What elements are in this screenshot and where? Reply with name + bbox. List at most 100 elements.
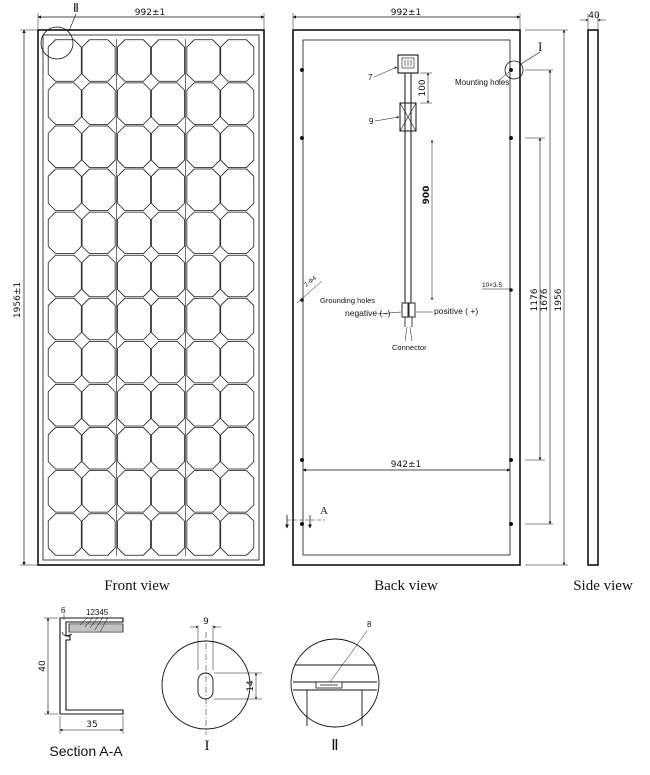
solar-cell bbox=[47, 341, 82, 384]
solar-cell bbox=[151, 341, 185, 384]
solar-cell bbox=[186, 125, 221, 168]
back-height-dim: 1956 bbox=[554, 288, 564, 311]
solar-cell bbox=[186, 211, 221, 254]
solar-cell bbox=[117, 384, 151, 427]
section-marker: A bbox=[320, 505, 328, 517]
solar-cell bbox=[117, 427, 151, 470]
mounting-holes bbox=[300, 68, 513, 526]
front-detail-marker: Ⅱ bbox=[73, 1, 79, 15]
solar-cell bbox=[47, 297, 82, 341]
positive-label: positive ( +) bbox=[434, 306, 478, 316]
solar-cell bbox=[117, 125, 151, 168]
detail-2-callout: 8 bbox=[367, 620, 372, 629]
connector-label: Connector bbox=[392, 343, 427, 352]
solar-cell bbox=[220, 513, 255, 556]
solar-cell bbox=[117, 254, 151, 298]
solar-cell bbox=[47, 254, 82, 298]
box-dim: 100 bbox=[418, 79, 428, 96]
detail-1: 9 14 I bbox=[161, 617, 262, 754]
ground-hole-dim: 2-Φ4 bbox=[304, 275, 319, 288]
front-height-dim: 1956±1 bbox=[13, 282, 23, 318]
detail-2-label: Ⅱ bbox=[331, 738, 338, 754]
solar-cell bbox=[151, 513, 185, 556]
solar-cell bbox=[47, 513, 82, 556]
solar-cell bbox=[220, 82, 255, 125]
solar-cell bbox=[186, 341, 221, 384]
side-view-label: Side view bbox=[573, 578, 633, 594]
solar-cell bbox=[151, 39, 185, 82]
solar-cell bbox=[117, 297, 151, 341]
detail-2-circle bbox=[40, 26, 74, 60]
solar-cell bbox=[151, 427, 185, 470]
solar-cell bbox=[47, 211, 82, 254]
solar-cell bbox=[81, 341, 116, 384]
solar-cell bbox=[186, 513, 221, 556]
solar-cell bbox=[81, 82, 116, 125]
solar-cell bbox=[220, 427, 255, 470]
solar-cell bbox=[220, 168, 255, 211]
solar-cell bbox=[151, 470, 185, 513]
solar-cell bbox=[117, 39, 151, 82]
solar-cell bbox=[47, 39, 82, 82]
solar-cell bbox=[151, 384, 185, 427]
solar-cell bbox=[117, 341, 151, 384]
back-inner-width-dim: 942±1 bbox=[391, 460, 421, 470]
section-height-dim: 40 bbox=[38, 660, 48, 672]
solar-cell bbox=[220, 470, 255, 513]
solar-cell bbox=[220, 341, 255, 384]
solar-cell bbox=[81, 125, 116, 168]
section-a-label: Section A-A bbox=[49, 743, 123, 759]
grounding-holes-label: Grounding holes bbox=[320, 296, 375, 305]
mount-hole-dim: 10×3.5 bbox=[482, 282, 502, 289]
detail-1-width-dim: 9 bbox=[203, 617, 209, 627]
solar-cell bbox=[117, 168, 151, 211]
back-view: 992±1 942±1 I Mounting holes 1176 1 bbox=[285, 8, 568, 594]
solar-cell bbox=[47, 384, 82, 427]
slot-hole bbox=[197, 672, 214, 700]
solar-cell bbox=[220, 254, 255, 298]
diode-box bbox=[399, 102, 417, 132]
solar-cell bbox=[220, 125, 255, 168]
solar-cell bbox=[81, 513, 116, 556]
solar-cell bbox=[47, 125, 82, 168]
solar-cell bbox=[117, 211, 151, 254]
solar-cell bbox=[81, 470, 116, 513]
solar-cell bbox=[81, 297, 116, 341]
solar-cell bbox=[81, 427, 116, 470]
solar-cell bbox=[151, 168, 185, 211]
front-view: 992±1 1956±1 Ⅱ Front view bbox=[13, 1, 265, 594]
solar-cell bbox=[151, 254, 185, 298]
solar-cell bbox=[186, 470, 221, 513]
side-thickness-dim: 40 bbox=[588, 11, 600, 21]
detail-1-circle bbox=[504, 60, 524, 80]
solar-cell bbox=[117, 82, 151, 125]
section-width-dim: 35 bbox=[86, 720, 97, 730]
negative-label: negative ( -) bbox=[345, 308, 391, 318]
solar-cell bbox=[186, 39, 221, 82]
solar-cell bbox=[81, 168, 116, 211]
solar-cell bbox=[186, 168, 221, 211]
connector-positive bbox=[408, 302, 416, 318]
solar-cell bbox=[151, 82, 185, 125]
section-a-a: 6 12345 40 35 Section A-A bbox=[38, 606, 124, 759]
cable-length-dim: 900 bbox=[422, 186, 432, 205]
detail-1-height-dim: 14 bbox=[246, 680, 256, 692]
front-width-dim: 992±1 bbox=[135, 8, 165, 18]
back-view-label: Back view bbox=[374, 578, 438, 594]
solar-cell bbox=[220, 297, 255, 341]
section-callout-layers: 12345 bbox=[86, 608, 109, 617]
callout-diode: 9 bbox=[369, 117, 374, 126]
section-callout-frame: 6 bbox=[61, 606, 66, 615]
solar-cell bbox=[220, 211, 255, 254]
solar-cell bbox=[47, 427, 82, 470]
solar-cell bbox=[186, 82, 221, 125]
solar-cell bbox=[151, 125, 185, 168]
solar-cell bbox=[47, 82, 82, 125]
solar-cell bbox=[151, 297, 185, 341]
solar-cell bbox=[81, 211, 116, 254]
solar-cell bbox=[47, 168, 82, 211]
mount-span-dim: 1676 bbox=[540, 288, 550, 311]
mounting-holes-label: Mounting holes bbox=[455, 78, 509, 87]
solar-cell bbox=[186, 254, 221, 298]
solar-cell bbox=[220, 384, 255, 427]
